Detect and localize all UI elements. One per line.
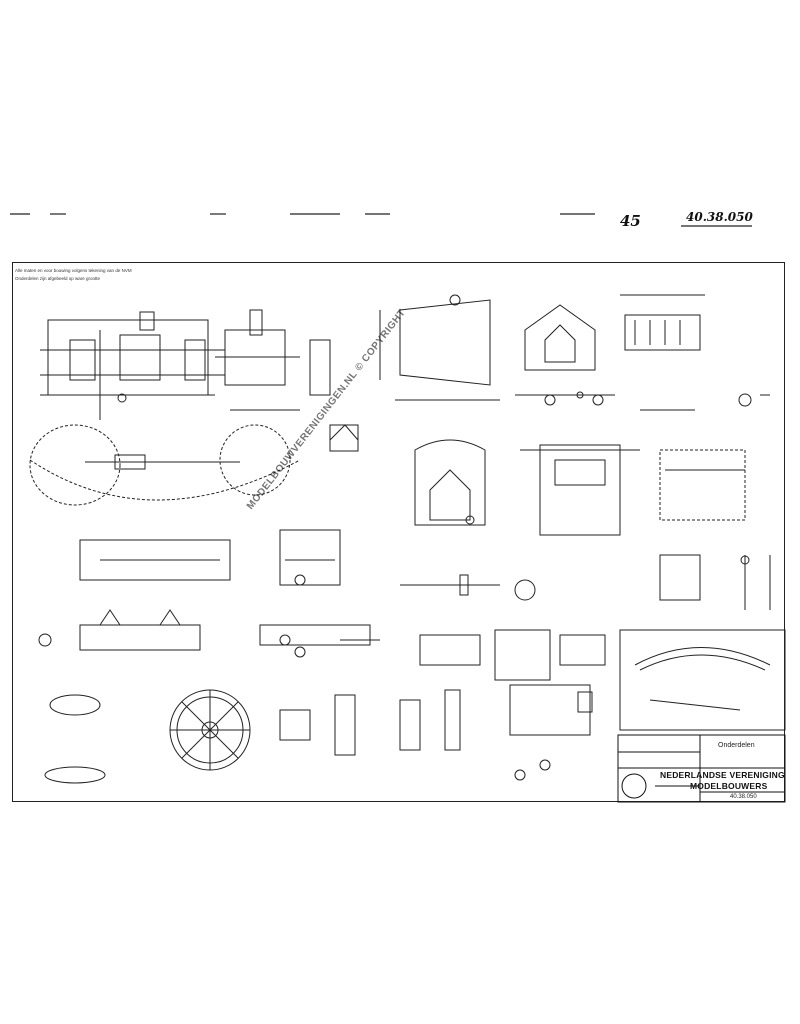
wheel-and-beam: [29, 424, 301, 506]
drawing-number: 40.38.050: [730, 794, 757, 800]
organization-name: NEDERLANDSE VERENIGING: [660, 770, 785, 780]
buffer-beam: [38, 609, 201, 651]
drawing-ref-handwritten: 40.38.050: [686, 210, 753, 224]
cab-side: [620, 294, 705, 411]
general-note-1: Alle maten en voor bouwing volgens teken…: [15, 268, 132, 273]
drawing-sheet: [12, 262, 785, 802]
cab-front: [515, 304, 615, 406]
frame-side-view: [215, 309, 331, 411]
roof-profile: [619, 629, 786, 731]
axle: [400, 574, 536, 601]
general-note-2: Onderdelen zijn afgebeeld op ware groott…: [15, 276, 101, 281]
organization-subname: MODELBOUWERS: [690, 781, 768, 791]
spoked-wheel: [169, 689, 251, 771]
smokebox-front: [414, 439, 486, 526]
title-block-frame: [617, 734, 786, 803]
sheet-name: Onderdelen: [718, 742, 755, 749]
scale-note: 45: [620, 212, 641, 230]
frame-assembly-top-left: [40, 311, 225, 420]
boiler-side: [379, 294, 500, 401]
tender-front: [520, 444, 640, 536]
tender-rear: [659, 449, 746, 521]
